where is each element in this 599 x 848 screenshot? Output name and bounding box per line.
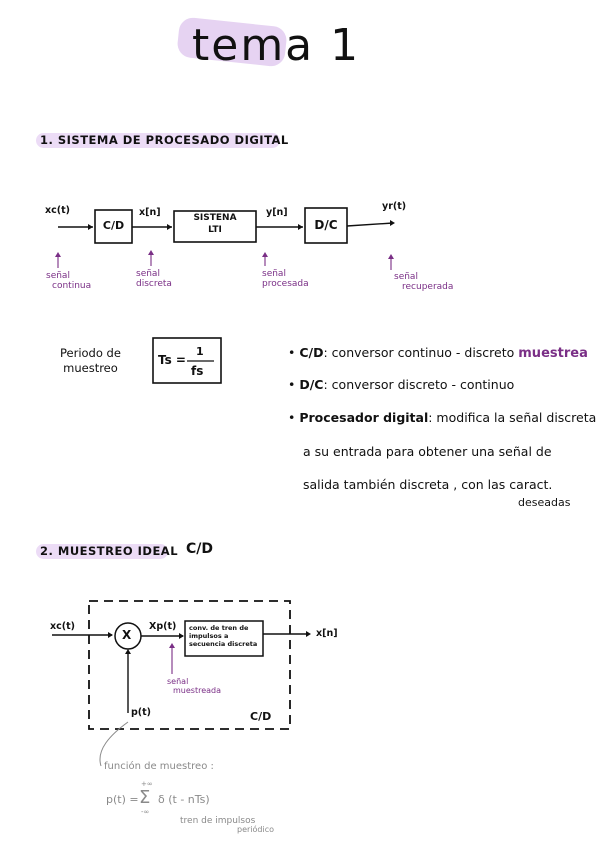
tren-label-2: periódico (237, 825, 274, 834)
arrow-head (167, 224, 172, 230)
arrow-head (390, 220, 395, 226)
bullet-procesador: • Procesador digital: modifica la señal … (288, 410, 597, 425)
tren-label-1: tren de impulsos (180, 816, 256, 826)
section1-heading-highlight (36, 133, 280, 148)
sum-upper: +∞ (141, 780, 153, 788)
note-continua: señal continua (46, 271, 92, 291)
bullet-dc: • D/C: conversor discreto - continuo (288, 377, 515, 392)
signal-xn: x[n] (139, 207, 161, 218)
note-procesada: señal procesada (262, 269, 309, 289)
signal-yn: y[n] (266, 207, 288, 218)
page-title: tema 1 (192, 20, 361, 71)
p-formula-rhs: δ (t - nTs) (158, 793, 210, 806)
cd-block-label: C/D (102, 219, 125, 232)
bullet-cd: • C/D: conversor continuo - discreto mue… (288, 345, 588, 361)
arrow-head (88, 224, 93, 230)
signal-yr: yr(t) (382, 201, 407, 212)
section1-heading: 1. SISTEMA DE PROCESADO DIGITAL (40, 133, 289, 147)
formula-num: 1 (196, 345, 204, 358)
lti-block-label-2: LTI (208, 225, 222, 235)
cd-dashed-box (88, 600, 291, 730)
note-recuperada: señal recuperada (394, 272, 454, 292)
multiplier-label: X (122, 628, 132, 642)
formula-ts: Ts = (158, 353, 186, 367)
dc-block-label: D/C (314, 218, 338, 232)
signal-xp: Xp(t) (149, 621, 177, 632)
lti-block-label-1: SISTENA (193, 213, 237, 223)
signal-xn-2: x[n] (316, 628, 338, 639)
arrow-head (298, 224, 303, 230)
note-discreta: señal discreta (136, 269, 172, 289)
conversion-box-text: conv. de tren de impulsos a secuencia di… (189, 624, 258, 648)
periodo-label: Periodo de muestreo (60, 346, 121, 375)
bullet-procesador-l3: salida también discreta , con las caract… (303, 477, 553, 492)
section2-heading: 2. MUESTREO IDEAL (40, 544, 179, 558)
funcion-label: función de muestreo : (104, 761, 214, 772)
bullet-procesador-l2: a su entrada para obtener una señal de (303, 444, 552, 459)
formula-den: fs (191, 364, 204, 378)
signal-xc-2: xc(t) (50, 621, 75, 632)
p-formula-lhs: p(t) = (106, 793, 139, 806)
note-muestreada: señal muestreada (167, 677, 222, 695)
formula-box (152, 337, 222, 384)
bullet-procesador-l4: deseadas (518, 496, 571, 509)
cd-label-2: C/D (250, 710, 272, 723)
conversion-box (184, 620, 264, 657)
section2-heading-highlight (36, 544, 168, 559)
section2-heading-suffix: C/D (186, 541, 214, 557)
signal-xc: xc(t) (45, 205, 70, 216)
wire-yr-out (346, 222, 394, 227)
signal-pt: p(t) (131, 707, 152, 718)
sum-lower: -∞ (141, 808, 150, 816)
sum-symbol: Σ (139, 787, 151, 808)
